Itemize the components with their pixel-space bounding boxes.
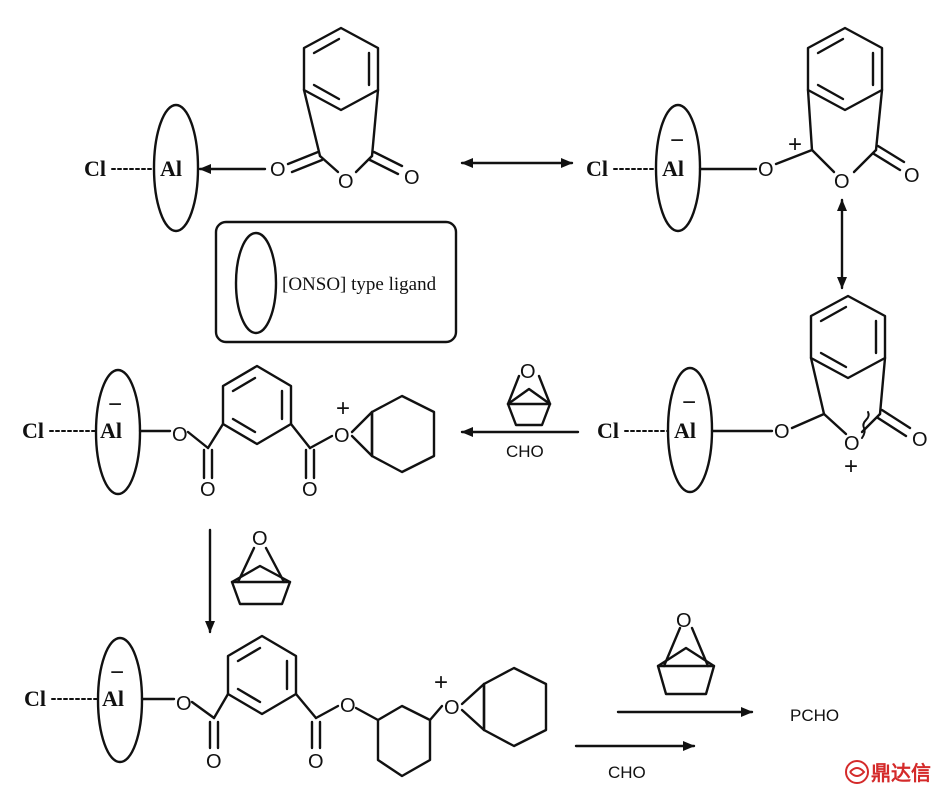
reaction-arrow-cho-2: O (205, 528, 292, 634)
carbonyl-oxygen: O (774, 421, 790, 443)
cho-label: CHO (608, 763, 646, 782)
cyclohexene-oxide-icon (656, 646, 716, 696)
cl-label: Cl (84, 156, 106, 181)
carbonyl-oxygen: O (270, 159, 286, 181)
cyclohexene-oxide-icon (230, 564, 292, 606)
legend-box: [ONSO] type ligand (214, 220, 458, 344)
oxonium-oxygen: O (334, 425, 350, 447)
ester-oxygen: O (340, 695, 356, 717)
reaction-arrow-pcho: O PCHO (616, 610, 839, 725)
complex-1: Cl Al O O O (84, 26, 420, 233)
al-label: Al (674, 418, 696, 443)
cl-label: Cl (22, 418, 44, 443)
ester-oxygen: O (172, 424, 188, 446)
carbonyl-oxygen: O (308, 751, 324, 773)
plus-charge: + (434, 669, 448, 696)
plus-charge: + (788, 131, 802, 158)
plus-charge: + (336, 395, 350, 422)
oxonium-oxygen: O (444, 697, 460, 719)
ligand-ellipse-icon (234, 231, 278, 335)
legend-label: [ONSO] type ligand (282, 274, 437, 295)
ligand-ellipse (152, 103, 200, 233)
reaction-arrow-cho-3: CHO (574, 741, 696, 782)
complex-5: Cl Al − O O O O O + (24, 634, 548, 778)
complex-3: Cl Al − O O + O (597, 294, 928, 494)
cl-label: Cl (597, 418, 619, 443)
watermark-text: 鼎达信 (871, 761, 931, 785)
al-label: Al (102, 686, 124, 711)
cyclohexene-oxide-icon (506, 387, 552, 427)
minus-charge: − (682, 389, 696, 416)
complex-2: Cl Al − O + O O (586, 26, 920, 233)
al-label: Al (100, 418, 122, 443)
epoxide-oxygen: O (676, 610, 692, 632)
cho-label: CHO (506, 442, 544, 461)
carbonyl-oxygen: O (912, 429, 928, 451)
pcho-label: PCHO (790, 706, 839, 725)
ring-oxygen: O (338, 171, 354, 193)
bond-cleavage-wave (861, 411, 870, 439)
complex-4: Cl Al − O O O O + (22, 364, 436, 501)
carbonyl-oxygen: O (206, 751, 222, 773)
minus-charge: − (108, 391, 122, 418)
epoxide-oxygen: O (252, 528, 268, 550)
reaction-arrow-cho-1: O CHO (460, 361, 580, 461)
cl-label: Cl (24, 686, 46, 711)
plus-charge: + (844, 453, 858, 480)
minus-charge: − (670, 127, 684, 154)
epoxide-oxygen: O (520, 361, 536, 383)
carbonyl-oxygen: O (302, 479, 318, 501)
ring-oxygen: O (844, 433, 860, 455)
minus-charge: − (110, 659, 124, 686)
al-label: Al (662, 156, 684, 181)
carbonyl-oxygen: O (404, 167, 420, 189)
carbonyl-oxygen: O (904, 165, 920, 187)
carbonyl-oxygen: O (200, 479, 216, 501)
carbonyl-oxygen: O (758, 159, 774, 181)
watermark-logo: 鼎达信 (845, 760, 931, 785)
ester-oxygen: O (176, 693, 192, 715)
cl-label: Cl (586, 156, 608, 181)
al-label: Al (160, 156, 182, 181)
ring-oxygen: O (834, 171, 850, 193)
